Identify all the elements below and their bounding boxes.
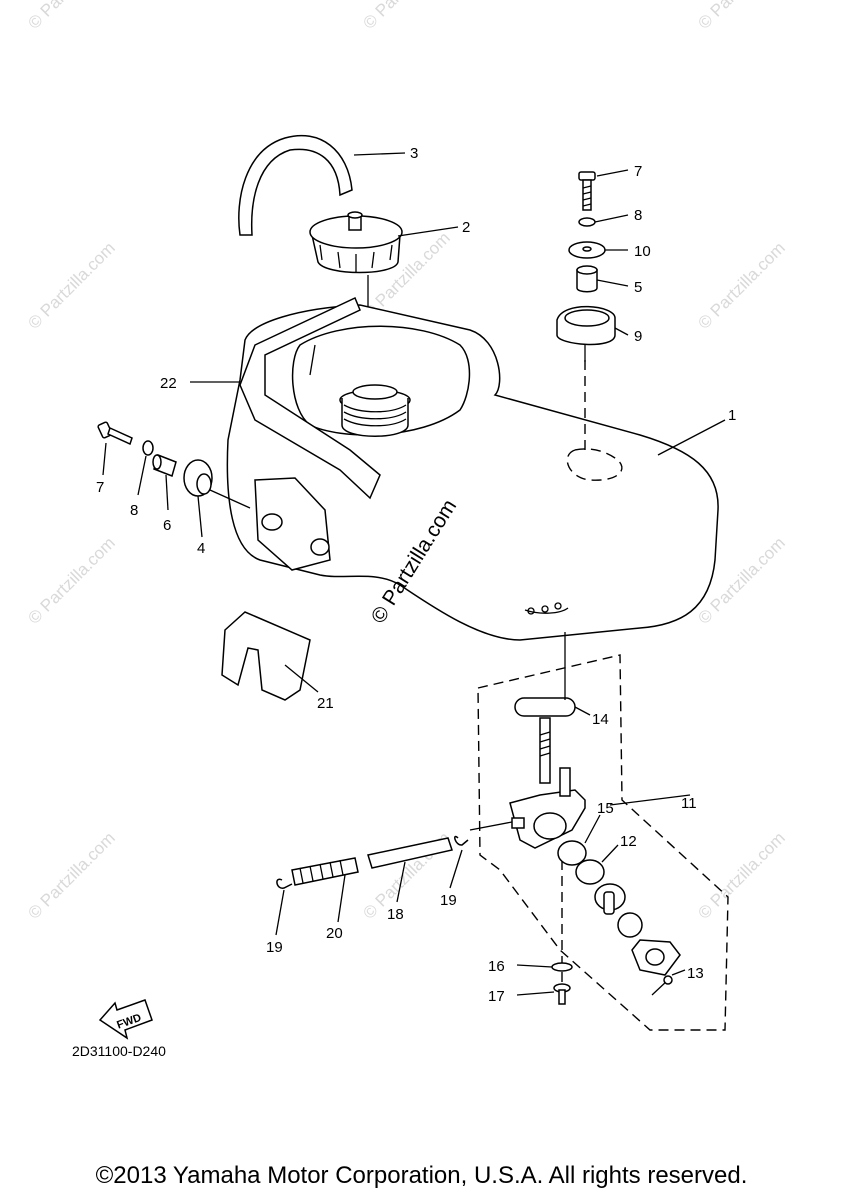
clip-19-right bbox=[454, 835, 469, 846]
fuel-hose-18 bbox=[367, 837, 453, 869]
callout-14[interactable]: 14 bbox=[592, 711, 609, 728]
watermark: © Partzilla.com bbox=[24, 0, 118, 33]
filter-12 bbox=[575, 859, 605, 885]
watermark: © Partzilla.com bbox=[24, 238, 118, 332]
callout-7[interactable]: 7 bbox=[96, 479, 104, 496]
callout-19[interactable]: 19 bbox=[440, 892, 457, 909]
copyright-notice: ©2013 Yamaha Motor Corporation, U.S.A. A… bbox=[95, 1162, 748, 1189]
spring-coils bbox=[299, 859, 344, 884]
callout-1[interactable]: 1 bbox=[728, 407, 736, 424]
watermark: © Partzilla.com bbox=[694, 238, 788, 332]
callout-21[interactable]: 21 bbox=[317, 695, 334, 712]
callout-10[interactable]: 10 bbox=[634, 243, 651, 260]
callout-19[interactable]: 19 bbox=[266, 939, 283, 956]
clip-19-left bbox=[276, 878, 293, 889]
callout-9[interactable]: 9 bbox=[634, 328, 642, 345]
callout-17[interactable]: 17 bbox=[488, 988, 505, 1005]
watermark: © Partzilla.com bbox=[24, 828, 118, 922]
callout-15[interactable]: 15 bbox=[597, 800, 614, 817]
fuel-cap bbox=[309, 211, 403, 274]
callout-2[interactable]: 2 bbox=[462, 219, 470, 236]
callout-7[interactable]: 7 bbox=[634, 163, 642, 180]
screw-17 bbox=[553, 983, 571, 1005]
callout-6[interactable]: 6 bbox=[163, 517, 171, 534]
watermark: © Partzilla.com bbox=[694, 828, 788, 922]
callout-18[interactable]: 18 bbox=[387, 906, 404, 923]
diagram-code: 2D31100-D240 bbox=[72, 1043, 166, 1059]
lever bbox=[594, 883, 681, 976]
callouts: 3 2 7 8 10 5 9 1 22 7 8 6 4 21 14 11 15 … bbox=[96, 145, 736, 1005]
watermark: © Partzilla.com bbox=[694, 0, 788, 33]
watermark: © Partzilla.com bbox=[24, 533, 118, 627]
fuel-tank bbox=[226, 304, 719, 641]
fwd-arrow: FWD bbox=[98, 999, 153, 1040]
callout-11[interactable]: 11 bbox=[681, 795, 697, 812]
callout-16[interactable]: 16 bbox=[488, 958, 505, 975]
mount-hardware-left bbox=[97, 421, 251, 509]
callout-5[interactable]: 5 bbox=[634, 279, 642, 296]
callout-4[interactable]: 4 bbox=[197, 540, 205, 557]
gasket-15 bbox=[557, 840, 587, 866]
callout-22[interactable]: 22 bbox=[160, 375, 177, 392]
mount-hardware-right bbox=[556, 171, 616, 455]
callout-20[interactable]: 20 bbox=[326, 925, 343, 942]
leader-lines bbox=[102, 152, 726, 996]
fuel-cock bbox=[469, 717, 586, 985]
callout-8[interactable]: 8 bbox=[130, 502, 138, 519]
o-ring bbox=[514, 697, 576, 717]
callout-3[interactable]: 3 bbox=[410, 145, 418, 162]
callout-12[interactable]: 12 bbox=[620, 833, 637, 850]
breather-hose bbox=[238, 134, 353, 236]
spring-20 bbox=[291, 857, 359, 886]
tank-protector bbox=[221, 611, 311, 701]
washer-16 bbox=[551, 962, 573, 972]
callout-13[interactable]: 13 bbox=[687, 965, 704, 982]
callout-8[interactable]: 8 bbox=[634, 207, 642, 224]
screw-13 bbox=[651, 975, 673, 996]
watermark: © Partzilla.com bbox=[359, 0, 453, 33]
carry-handle bbox=[239, 296, 381, 500]
